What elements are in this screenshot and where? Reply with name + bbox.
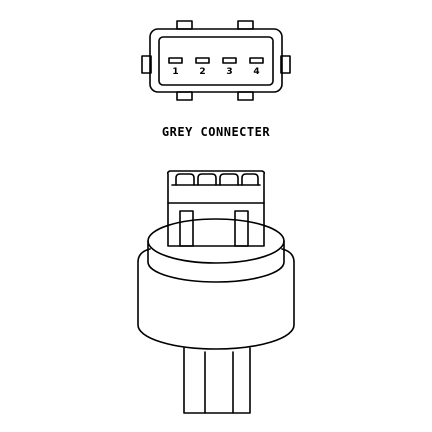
connector-face-view xyxy=(141,20,291,101)
connector-caption: GREY CONNECTER xyxy=(161,125,271,139)
connector-bottom-tab-left xyxy=(176,91,193,101)
pin-slot-4 xyxy=(249,57,264,64)
switch-connector-head xyxy=(166,170,266,247)
pressure-switch-side-view xyxy=(137,170,295,414)
pin-label-3: 3 xyxy=(226,67,232,77)
switch-latch-arm-left xyxy=(179,210,194,247)
connector-top-tab-left xyxy=(176,20,193,30)
pin-slot-3 xyxy=(222,57,237,64)
switch-collar-band xyxy=(147,240,285,283)
connector-side-ear-left xyxy=(141,55,152,74)
pin-slot-1 xyxy=(168,57,183,64)
connector-top-tab-right xyxy=(237,20,254,30)
connector-side-ear-right xyxy=(280,55,291,74)
pin-slot-2 xyxy=(195,57,210,64)
pin-number-labels: 1 2 3 4 xyxy=(172,67,259,77)
pin-label-2: 2 xyxy=(199,67,205,77)
pin-label-1: 1 xyxy=(172,67,178,77)
switch-terminal-ridges xyxy=(175,173,259,186)
connector-housing-outer xyxy=(149,28,283,93)
switch-main-body xyxy=(137,248,295,350)
pin-label-4: 4 xyxy=(253,67,259,77)
switch-threaded-stem xyxy=(183,347,251,414)
connector-housing-inner xyxy=(158,36,274,86)
connector-bottom-tab-right xyxy=(237,91,254,101)
switch-latch-arm-right xyxy=(234,210,249,247)
